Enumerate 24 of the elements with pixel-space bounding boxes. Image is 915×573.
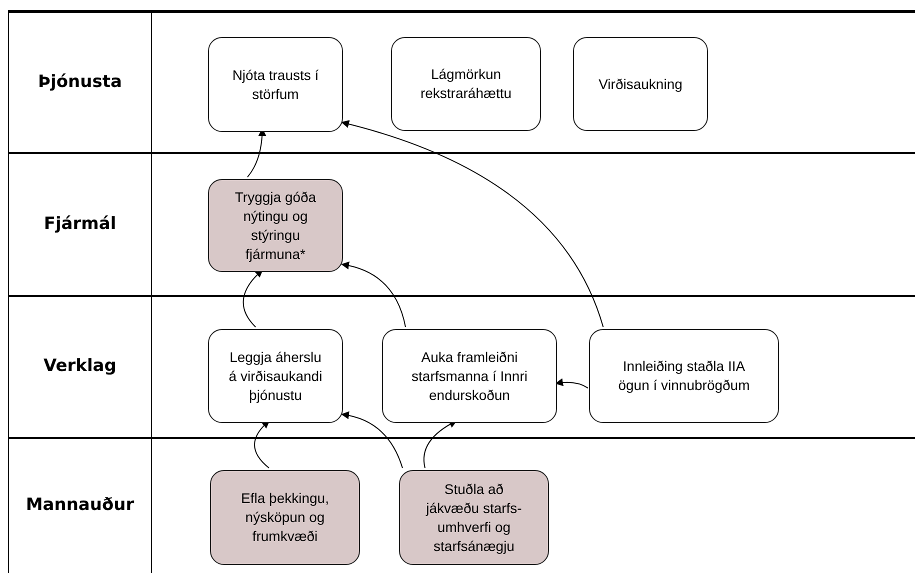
arrow xyxy=(555,378,588,389)
objective-box: Leggja áherslu á virðisaukandi þjónustu xyxy=(208,329,343,423)
objective-box: Virðisaukning xyxy=(573,37,708,131)
arrow xyxy=(341,120,604,328)
arrow xyxy=(242,269,264,328)
lane-label: Fjármál xyxy=(44,212,116,236)
highlighted-objective-box: Stuðla að jákvæðu starfs- umhverfi og starfsánægju xyxy=(399,470,549,565)
lane-label: Þjónusta xyxy=(38,70,122,94)
highlighted-objective-box: Tryggja góða nýtingu og stýringu fjármuna* xyxy=(208,179,343,272)
swimlane-row xyxy=(8,295,915,437)
arrow xyxy=(254,420,270,468)
swimlane-row xyxy=(8,10,915,152)
lane-label: Mannauður xyxy=(26,494,134,518)
objective-box: Innleiðing staðla IIA ögun í vinnubrögðum xyxy=(589,329,779,423)
objective-box: Njóta trausts í störfum xyxy=(208,37,343,132)
lane-label: Verklag xyxy=(44,355,116,378)
objective-box: Auka framleiðni starfsmanna í Innri endurskoðun xyxy=(382,329,557,423)
arrow xyxy=(423,420,458,468)
objective-box: Lágmörkun rekstraráhættu xyxy=(391,37,541,131)
highlighted-objective-box: Efla þekkingu, nýsköpun og frumkvæði xyxy=(210,470,360,565)
swimlane-row xyxy=(8,152,915,295)
arrow xyxy=(341,412,403,468)
arrow xyxy=(341,262,406,328)
swimlane-row xyxy=(8,437,915,573)
